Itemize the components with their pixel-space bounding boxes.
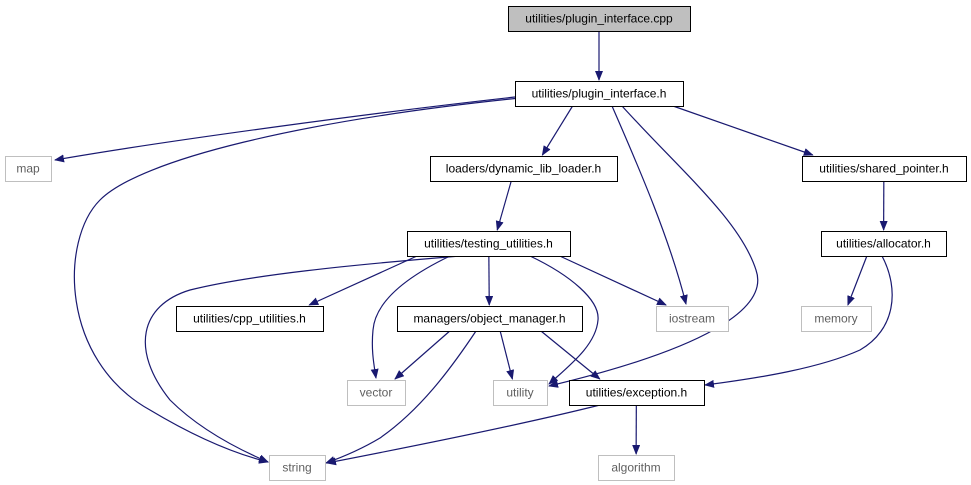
- node-box: [569, 380, 705, 406]
- node-box: [430, 156, 618, 182]
- node-label: utilities/cpp_utilities.h: [193, 312, 306, 326]
- node-box: [407, 231, 571, 257]
- edge-allocator-h-to-exception-h: [704, 255, 893, 388]
- edge-plugin-interface-h-to-shared-pointer-h: [672, 105, 814, 156]
- edge-plugin-interface-h-to-utility: [548, 105, 759, 388]
- node-dynamic-lib-loader-h[interactable]: loaders/dynamic_lib_loader.h: [430, 156, 618, 182]
- node-shared-pointer-h[interactable]: utilities/shared_pointer.h: [802, 156, 967, 182]
- edge-testing-utilities-h-to-vector: [370, 255, 451, 379]
- edge-testing-utilities-h-to-string: [144, 255, 461, 463]
- edge-testing-utilities-h-to-utility: [529, 255, 599, 385]
- node-testing-utilities-h[interactable]: utilities/testing_utilities.h: [407, 231, 571, 257]
- edge-testing-utilities-h-to-iostream: [559, 255, 667, 306]
- node-label: utilities/testing_utilities.h: [424, 237, 553, 251]
- node-label: utility: [506, 386, 533, 400]
- node-label: vector: [360, 386, 393, 400]
- node-plugin-interface-cpp[interactable]: utilities/plugin_interface.cpp: [508, 6, 691, 32]
- node-memory: memory: [801, 306, 872, 332]
- node-box: [821, 231, 947, 257]
- node-label: utilities/plugin_interface.h: [532, 87, 667, 101]
- node-label: iostream: [669, 312, 715, 326]
- edge-allocator-h-to-memory: [847, 255, 868, 306]
- node-exception-h[interactable]: utilities/exception.h: [569, 380, 705, 406]
- node-box: [656, 306, 729, 332]
- node-label: loaders/dynamic_lib_loader.h: [446, 162, 601, 176]
- node-plugin-interface-h[interactable]: utilities/plugin_interface.h: [515, 81, 684, 107]
- edge-object-manager-h-to-string: [325, 330, 477, 464]
- node-box: [802, 156, 967, 182]
- node-box: [397, 306, 583, 332]
- node-vector: vector: [347, 380, 406, 406]
- edge-plugin-interface-h-to-iostream: [611, 105, 688, 305]
- edge-object-manager-h-to-vector: [394, 330, 451, 380]
- node-label: string: [282, 461, 311, 475]
- node-box: [598, 455, 675, 481]
- node-box: [5, 156, 52, 182]
- edge-object-manager-h-to-utility: [499, 330, 515, 380]
- node-object-manager-h[interactable]: managers/object_manager.h: [397, 306, 583, 332]
- node-map: map: [5, 156, 52, 182]
- edge-plugin-interface-h-to-string: [73, 96, 531, 464]
- node-label: managers/object_manager.h: [413, 312, 565, 326]
- node-cpp-utilities-h[interactable]: utilities/cpp_utilities.h: [176, 306, 324, 332]
- edge-object-manager-h-to-exception-h: [540, 330, 601, 380]
- node-box: [508, 6, 691, 32]
- node-allocator-h[interactable]: utilities/allocator.h: [821, 231, 947, 257]
- edge-exception-h-to-string: [326, 404, 601, 466]
- node-label: memory: [814, 312, 857, 326]
- node-label: algorithm: [611, 461, 660, 475]
- node-box: [493, 380, 548, 406]
- node-utility: utility: [493, 380, 548, 406]
- node-box: [801, 306, 872, 332]
- edge-plugin-interface-h-to-dynamic-lib-loader-h: [541, 105, 574, 156]
- node-label: utilities/exception.h: [586, 386, 687, 400]
- node-algorithm: algorithm: [598, 455, 675, 481]
- node-box: [515, 81, 684, 107]
- node-box: [269, 455, 326, 481]
- node-box: [176, 306, 324, 332]
- node-label: map: [16, 162, 40, 176]
- node-iostream: iostream: [656, 306, 729, 332]
- node-label: utilities/plugin_interface.cpp: [525, 12, 673, 26]
- node-box: [347, 380, 406, 406]
- edge-plugin-interface-h-to-map: [54, 96, 516, 163]
- edge-testing-utilities-h-to-cpp-utilities-h: [308, 255, 418, 306]
- node-label: utilities/allocator.h: [836, 237, 931, 251]
- node-label: utilities/shared_pointer.h: [819, 162, 948, 176]
- node-string: string: [269, 455, 326, 481]
- edge-dynamic-lib-loader-h-to-testing-utilities-h: [495, 180, 512, 231]
